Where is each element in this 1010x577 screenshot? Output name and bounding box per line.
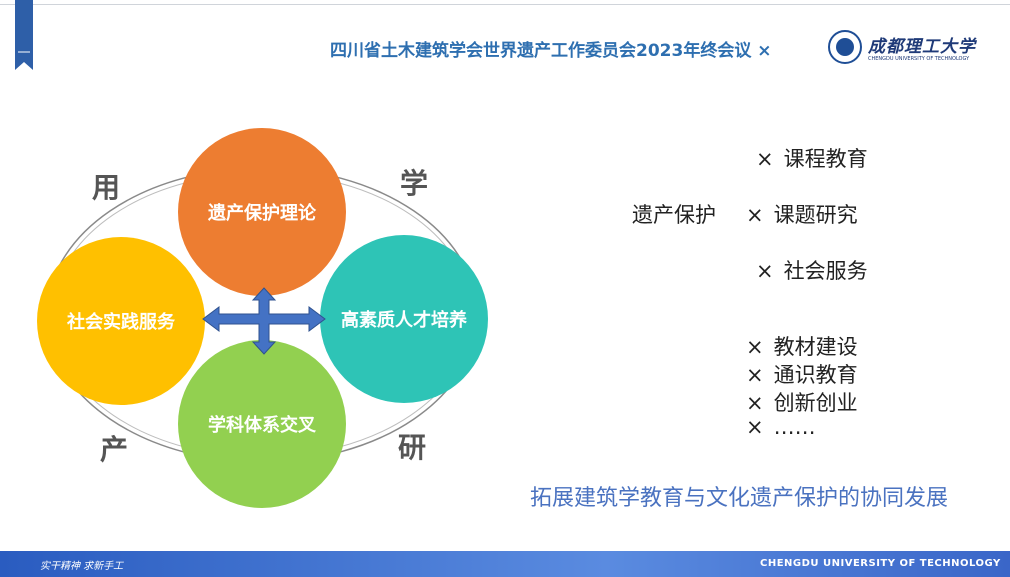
circle-social-practice: 社会实践服务	[37, 237, 205, 405]
list-item: ×创新创业	[746, 391, 858, 415]
page-title: 四川省土木建筑学会世界遗产工作委员会2023年终会议 ×	[330, 41, 772, 61]
corner-label-top-left: 用	[92, 171, 121, 204]
university-logo: 成都理工大学 CHENGDU UNIVERSITY OF TECHNOLOGY	[828, 30, 978, 70]
list-item: ×社会服务	[756, 259, 868, 283]
tagline: 拓展建筑学教育与文化遗产保护的协同发展	[530, 486, 949, 511]
circle-discipline-crossing: 学科体系交叉	[178, 340, 346, 508]
logo-english-name: CHENGDU UNIVERSITY OF TECHNOLOGY	[868, 56, 970, 62]
heritage-protection-label: 遗产保护	[632, 203, 716, 227]
circle-heritage-theory: 遗产保护理论	[178, 128, 346, 296]
four-way-arrow-icon	[202, 287, 326, 355]
corner-label-bottom-right: 研	[398, 431, 427, 464]
university-seal-icon	[828, 30, 862, 64]
corner-label-top-right: 学	[400, 167, 429, 200]
synergy-diagram: 用 学 产 研 遗产保护理论 社会实践服务 高素质人才培养 学科体系交叉	[0, 100, 520, 520]
footer-bar: 实干精神 求新手工 CHENGDU UNIVERSITY OF TECHNOLO…	[0, 551, 1010, 577]
circle-talent-cultivation: 高素质人才培养	[320, 235, 488, 403]
footer-university-name: CHENGDU UNIVERSITY OF TECHNOLOGY	[760, 558, 1001, 569]
corner-label-bottom-left: 产	[100, 433, 129, 466]
footer-motto: 实干精神 求新手工	[40, 561, 124, 572]
list-item: ×教材建设	[746, 335, 858, 359]
list-item: ×课题研究	[746, 203, 858, 227]
list-item: ×……	[746, 415, 816, 439]
list-item: ×课程教育	[756, 147, 868, 171]
bookmark-icon	[15, 0, 33, 70]
list-item: ×通识教育	[746, 363, 858, 387]
logo-chinese-name: 成都理工大学	[868, 37, 976, 57]
top-border-line	[0, 4, 1010, 5]
